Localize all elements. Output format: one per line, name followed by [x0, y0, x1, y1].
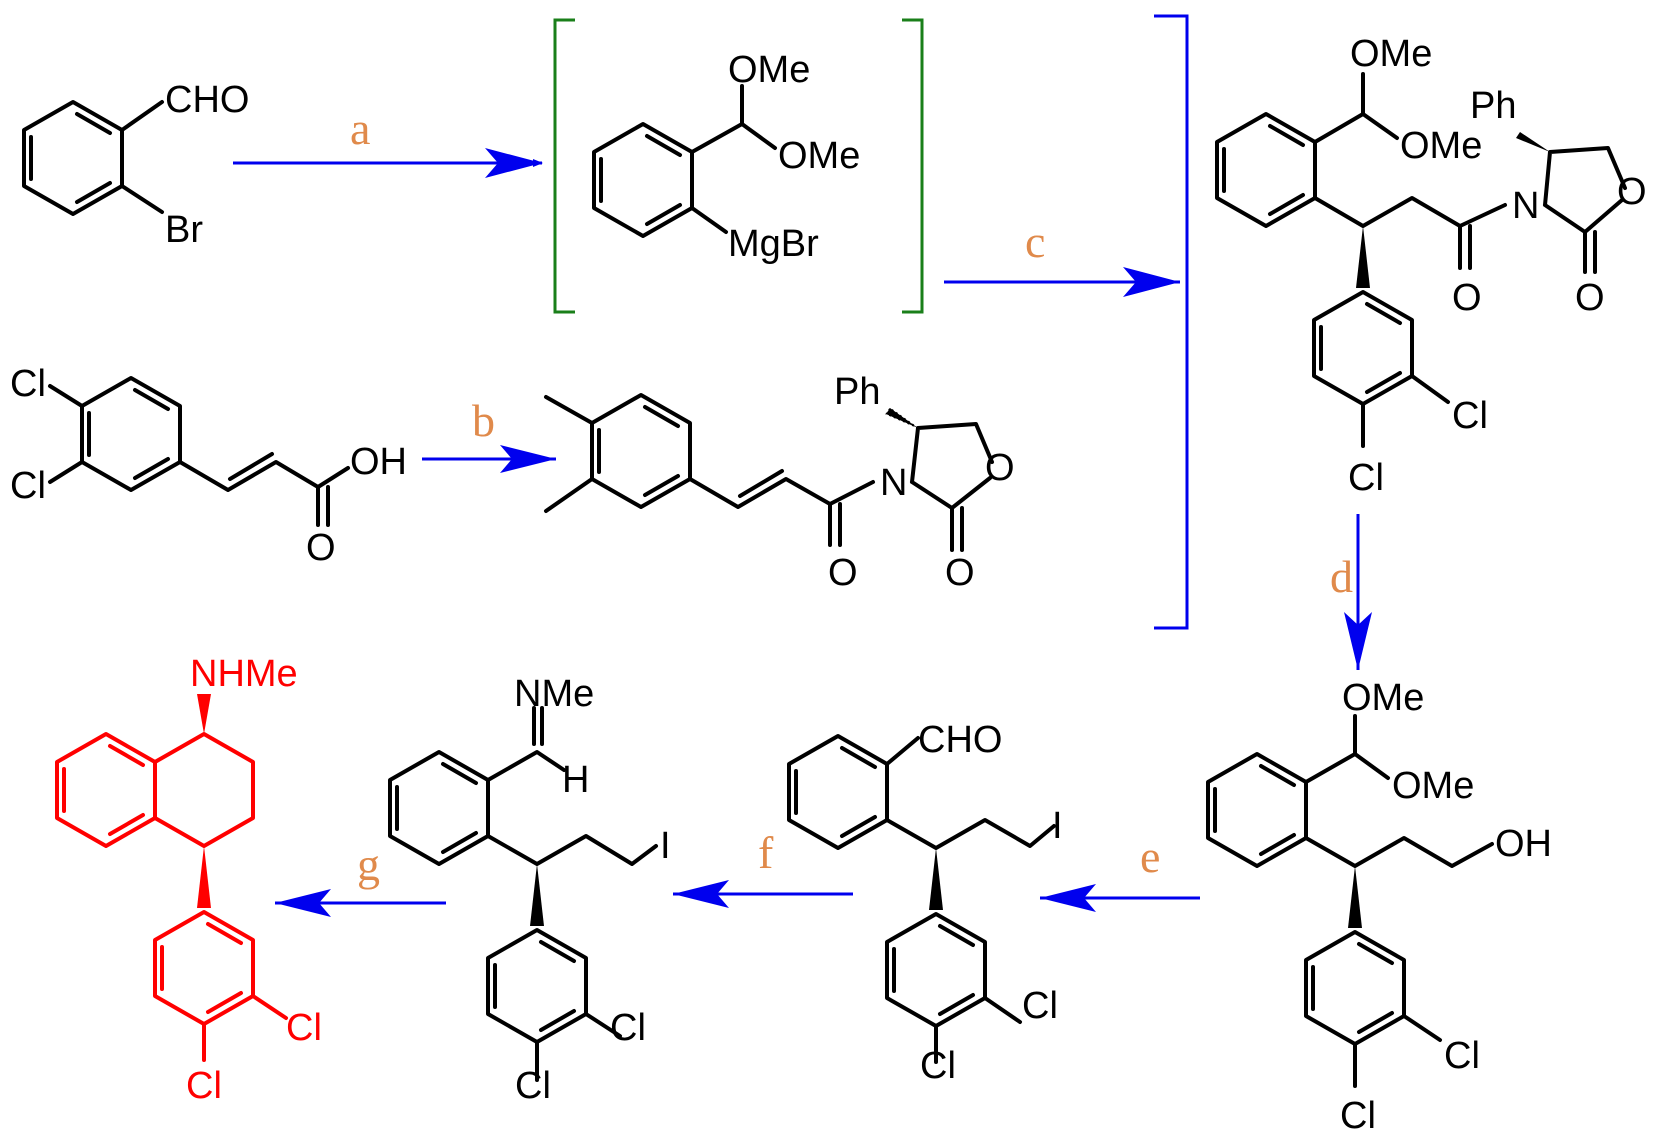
atom-cl-1: Cl — [10, 363, 46, 405]
atom-o-imide: O — [1575, 277, 1605, 319]
atom-oh: OH — [1495, 823, 1552, 865]
arrow-step-c: c — [944, 216, 1180, 297]
atom-ome-2: OMe — [1392, 765, 1474, 807]
atom-o-imide: O — [945, 552, 975, 594]
atom-cho: CHO — [165, 79, 249, 121]
arrow-step-b: b — [422, 395, 556, 473]
step-label-g: g — [357, 839, 380, 890]
arrow-step-g: g — [275, 839, 446, 917]
bracket-blue — [1154, 14, 1189, 630]
bracket-right — [902, 18, 924, 314]
compound-grignard-intermediate: OMe OMe MgBr — [553, 18, 924, 314]
atom-cl-1: Cl — [286, 1007, 322, 1049]
arrow-step-f: f — [673, 827, 853, 908]
atom-cl-2: Cl — [920, 1045, 956, 1087]
atom-o-ring: O — [1617, 171, 1647, 213]
compound-alcohol: OMe OMe OH Cl Cl — [1206, 677, 1552, 1133]
atom-h: H — [562, 759, 589, 801]
atom-cl-2: Cl — [515, 1065, 551, 1107]
atom-ph: Ph — [834, 371, 880, 413]
atom-ome-1: OMe — [1350, 33, 1432, 75]
compound-sertraline-target: NHMe Cl Cl — [55, 653, 322, 1107]
atom-i: I — [660, 825, 671, 867]
atom-ome-1: OMe — [728, 49, 810, 91]
atom-cl-2: Cl — [186, 1065, 222, 1107]
compound-2-bromobenzaldehyde: CHO Br — [22, 79, 249, 251]
compound-conjugate-adduct: OMe OMe Ph N O O O Cl Cl — [1215, 33, 1647, 499]
atom-nhme: NHMe — [190, 653, 298, 695]
step-label-f: f — [758, 827, 774, 878]
atom-cl-2: Cl — [1340, 1095, 1376, 1133]
compound-iodo-imine: NMe H I Cl Cl — [388, 673, 671, 1107]
step-label-d: d — [1330, 551, 1353, 602]
atom-ome-2: OMe — [1400, 125, 1482, 167]
step-label-c: c — [1025, 216, 1045, 267]
atom-cl-1: Cl — [1452, 395, 1488, 437]
atom-o: O — [306, 527, 336, 569]
atom-ome-2: OMe — [778, 135, 860, 177]
arrow-step-d: d — [1330, 514, 1372, 670]
atom-i: I — [1052, 805, 1063, 847]
compound-dichlorocinnamic-acid: Cl Cl OH O — [10, 363, 407, 569]
atom-cho: CHO — [918, 719, 1002, 761]
atom-ph: Ph — [1470, 85, 1516, 127]
step-label-b: b — [472, 395, 495, 446]
step-label-a: a — [350, 103, 370, 154]
atom-cl-1: Cl — [1444, 1035, 1480, 1077]
arrow-step-e: e — [1040, 831, 1200, 912]
atom-cl-2: Cl — [1348, 457, 1384, 499]
compound-iodo-aldehyde: CHO I Cl Cl — [787, 719, 1063, 1087]
atom-o-ring: O — [985, 447, 1015, 489]
bracket-left — [553, 18, 575, 314]
atom-ome-1: OMe — [1342, 677, 1424, 719]
atom-n: N — [1512, 185, 1539, 227]
atom-mgbr: MgBr — [728, 223, 819, 265]
arrow-step-a: a — [233, 103, 543, 178]
compound-oxazolidinone-acrylamide: Ph N O O O — [544, 371, 1015, 594]
atom-n: N — [880, 462, 907, 504]
step-label-e: e — [1140, 831, 1160, 882]
atom-cl-1: Cl — [1022, 985, 1058, 1027]
atom-nme: NMe — [514, 673, 594, 715]
atom-cl-1: Cl — [610, 1007, 646, 1049]
atom-br: Br — [165, 209, 203, 251]
atom-cl-2: Cl — [10, 465, 46, 507]
atom-oh: OH — [350, 441, 407, 483]
atom-o-carbonyl: O — [828, 552, 858, 594]
atom-o-carbonyl: O — [1452, 277, 1482, 319]
